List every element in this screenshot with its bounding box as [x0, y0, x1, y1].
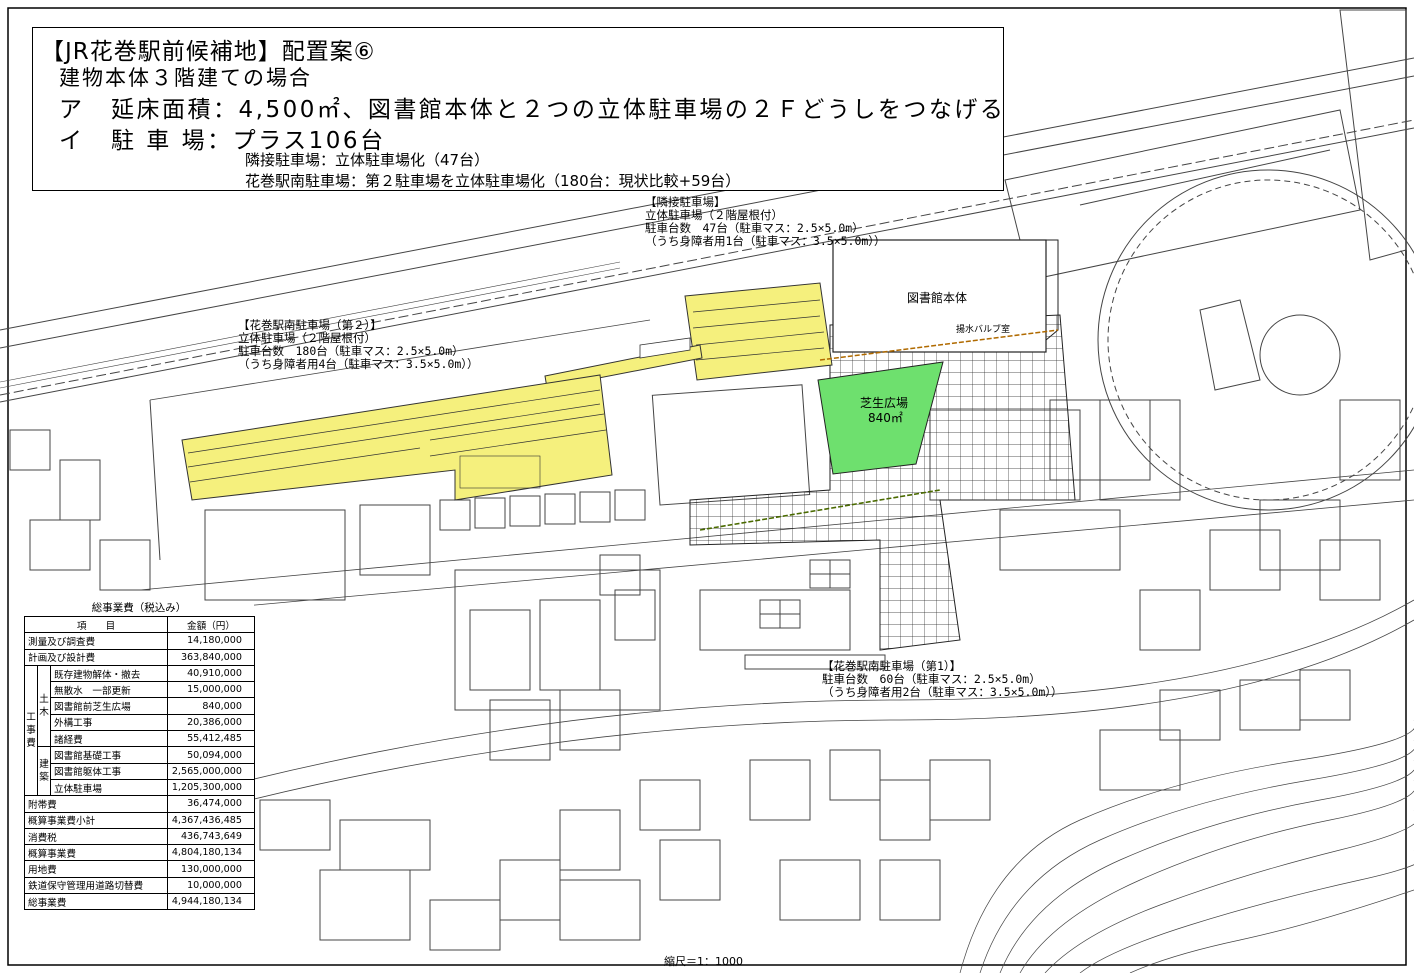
plan-header-box: 【JR花巻駅前候補地】配置案⑥ 建物本体３階建ての場合 ア延床面積：4,500㎡…: [32, 27, 1004, 191]
line-a-label: 延床面積：: [111, 97, 239, 123]
south-parking-1-annotation: 【花巻駅南駐車場（第1）】 駐車台数 60台（駐車マス：2.5×5.0m） （う…: [822, 660, 1063, 699]
row-item: 図書館基礎工事: [50, 746, 168, 764]
row-item: 図書館前芝生広場: [50, 697, 168, 715]
plan-subtitle: 建物本体３階建ての場合: [59, 66, 312, 90]
table-row: 鉄道保守管理用道路切替費 10,000,000: [24, 876, 255, 895]
row-item: 諸経費: [50, 730, 168, 748]
table-row: 総事業費 4,944,180,134: [24, 893, 255, 911]
table-row: 用地費 130,000,000: [24, 860, 255, 878]
row-amount: 2,565,000,000: [167, 762, 255, 780]
row-amount: 14,180,000: [167, 632, 255, 650]
table-row: 外構工事 20,386,000: [25, 713, 255, 732]
annotation-line: （うち身障者用1台（駐車マス：3.5×5.0m））: [645, 234, 886, 248]
lawn-label: 芝生広場: [860, 396, 909, 410]
table-row: 無散水 一部更新 15,000,000: [25, 681, 255, 699]
row-item: 消費税: [24, 827, 168, 846]
annotation-line: 【花巻駅南駐車場（第1）】: [822, 659, 962, 673]
cost-table-title: 総事業費（税込み）: [91, 602, 187, 614]
table-row: 諸経費 55,412,485: [25, 730, 255, 748]
row-item: 既存建物解体・撤去: [50, 664, 168, 683]
table-row: 概算事業費小計 4,367,436,485: [24, 811, 255, 829]
row-amount: 4,944,180,134: [167, 893, 255, 911]
row-amount: 10,000,000: [167, 876, 255, 895]
row-amount: 20,386,000: [167, 713, 255, 732]
row-item: 附帯費: [24, 795, 168, 813]
table-row: 工事費 土木 既存建物解体・撤去 40,910,000: [24, 664, 255, 797]
annotation-line: （うち身障者用2台（駐車マス：3.5×5.0m））: [822, 685, 1063, 699]
building-group-label: 建築: [37, 746, 51, 797]
col-amount-header: 金額（円）: [167, 615, 255, 634]
table-row: 概算事業費 4,804,180,134: [24, 844, 255, 862]
row-amount: 363,840,000: [167, 648, 255, 666]
annotation-line: 駐車台数 47台（駐車マス：2.5×5.0m）: [645, 221, 864, 235]
row-amount: 50,094,000: [167, 746, 255, 764]
row-item: 概算事業費小計: [24, 811, 168, 829]
table-row: 附帯費 36,474,000: [24, 795, 255, 813]
table-row: 計画及び設計費 363,840,000: [24, 648, 255, 666]
detail-adjacent: 隣接駐車場：立体駐車場化（47台）: [245, 151, 490, 169]
row-amount: 4,804,180,134: [167, 844, 255, 862]
row-item: 用地費: [24, 860, 168, 878]
row-item: 概算事業費: [24, 844, 168, 862]
table-row: 図書館前芝生広場 840,000: [25, 697, 255, 715]
row-item: 鉄道保守管理用道路切替費: [24, 876, 168, 895]
cost-table: 総事業費（税込み） 項 目 金額（円） 測量及び調査費 14,180,000 計…: [24, 601, 255, 911]
row-amount: 130,000,000: [167, 860, 255, 878]
adjacent-parking-annotation: 【隣接駐車場】 立体駐車場（２階屋根付） 駐車台数 47台（駐車マス：2.5×5…: [645, 196, 886, 248]
row-amount: 15,000,000: [167, 681, 255, 699]
pump-room-label: 揚水バルブ室: [956, 325, 1011, 335]
line-i-text: プラス106台: [232, 128, 386, 154]
annotation-line: （うち身障者用4台（駐車マス：3.5×5.0m））: [238, 357, 479, 371]
annotation-line: 駐車台数 60台（駐車マス：2.5×5.0m）: [822, 672, 1041, 686]
row-item: 総事業費: [24, 893, 168, 911]
scale-label: 縮尺＝1：1000: [664, 955, 743, 968]
row-amount: 55,412,485: [167, 730, 255, 748]
library-label: 図書館本体: [907, 291, 968, 305]
row-amount: 4,367,436,485: [167, 811, 255, 829]
plan-title: 【JR花巻駅前候補地】配置案⑥: [41, 39, 376, 65]
row-amount: 36,474,000: [167, 795, 255, 813]
line-a-text: 4,500㎡、図書館本体と２つの立体駐車場の２Ｆどうしをつなげる: [238, 97, 1006, 123]
lawn-area-label: 840㎡: [868, 411, 903, 425]
line-a-mark: ア: [59, 97, 85, 123]
row-amount: 436,743,649: [167, 827, 255, 846]
row-item: 無散水 一部更新: [50, 681, 168, 699]
table-row: 立体駐車場 1,205,300,000: [25, 778, 255, 797]
row-item: 外構工事: [50, 713, 168, 732]
row-item: 立体駐車場: [50, 778, 168, 797]
row-amount: 40,910,000: [167, 664, 255, 683]
construction-group-label: 工事費: [24, 664, 38, 797]
table-row: 図書館躯体工事 2,565,000,000: [25, 762, 255, 780]
annotation-line: 駐車台数 180台（駐車マス：2.5×5.0m）: [238, 344, 464, 358]
table-header-row: 項 目 金額（円）: [24, 615, 255, 634]
line-i-mark: イ: [59, 128, 85, 154]
annotation-line: 【隣接駐車場】: [645, 195, 726, 209]
row-item: 図書館躯体工事: [50, 762, 168, 780]
south-parking-2-annotation: 【花巻駅南駐車場（第２）】 立体駐車場（２階屋根付） 駐車台数 180台（駐車マ…: [238, 319, 479, 371]
col-item-header: 項 目: [24, 615, 168, 634]
parking-line: イ駐 車 場：プラス106台: [59, 121, 386, 155]
floor-area-line: ア延床面積：4,500㎡、図書館本体と２つの立体駐車場の２Ｆどうしをつなげる: [59, 90, 1005, 124]
row-amount: 1,205,300,000: [167, 778, 255, 797]
civil-group-label: 土木: [37, 664, 51, 748]
row-amount: 840,000: [167, 697, 255, 715]
annotation-line: 立体駐車場（２階屋根付）: [238, 331, 376, 345]
table-row: 消費税 436,743,649: [24, 827, 255, 846]
detail-south: 花巻駅南駐車場：第２駐車場を立体駐車場化（180台：現状比較+59台）: [245, 172, 741, 190]
table-row: 測量及び調査費 14,180,000: [24, 632, 255, 650]
row-item: 計画及び設計費: [24, 648, 168, 666]
line-i-label: 駐 車 場：: [111, 128, 233, 154]
row-item: 測量及び調査費: [24, 632, 168, 650]
annotation-line: 立体駐車場（２階屋根付）: [645, 208, 783, 222]
annotation-line: 【花巻駅南駐車場（第２）】: [238, 318, 382, 332]
table-row: 建築 図書館基礎工事 50,094,000: [25, 746, 255, 797]
